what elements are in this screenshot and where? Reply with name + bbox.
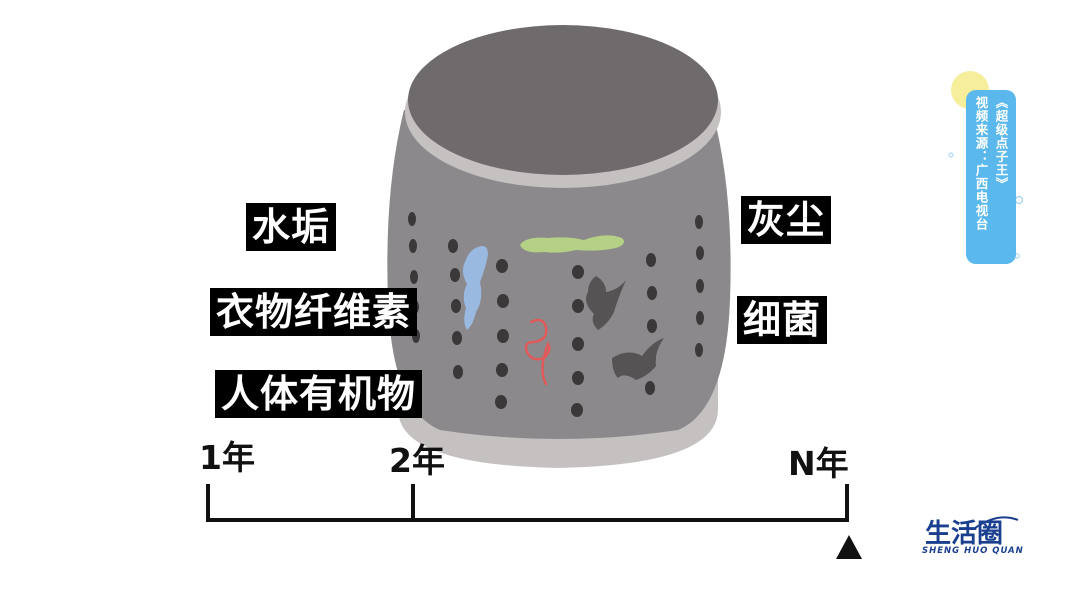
label-body-organic-matter: 人体有机物 [215, 370, 423, 418]
label-water-scale: 水垢 [246, 203, 337, 251]
scale-stain [462, 246, 488, 330]
germ-blob [612, 338, 664, 380]
fiber-thread [524, 318, 551, 386]
timeline-label-year-1: 1年 [199, 438, 255, 477]
logo-swoosh [974, 516, 1019, 529]
label-bacteria: 细菌 [737, 296, 828, 344]
label-dust: 灰尘 [741, 196, 832, 244]
germ-blob [586, 276, 626, 330]
label-clothing-fiber: 衣物纤维素 [210, 288, 418, 336]
dust-stain [520, 235, 624, 253]
badge-decor-dot [1014, 195, 1024, 205]
badge-decor-dot [948, 152, 954, 158]
video-source-program: 《超级点子王》 [993, 96, 1009, 191]
video-source-text: 视频来源：广西电视台 [973, 96, 989, 231]
timeline-arrow [836, 535, 862, 559]
drum-top [408, 25, 718, 175]
timeline-label-year-n: N年 [788, 444, 849, 483]
brand-logo-subtitle: SHENG HUO QUAN [922, 546, 1024, 556]
timeline-label-year-2: 2年 [389, 441, 445, 480]
timeline [206, 484, 862, 559]
timeline-line [206, 484, 849, 522]
brand-logo: 生活圈 [925, 519, 1004, 549]
video-source-badge: 视频来源：广西电视台 《超级点子王》 [966, 90, 1016, 264]
